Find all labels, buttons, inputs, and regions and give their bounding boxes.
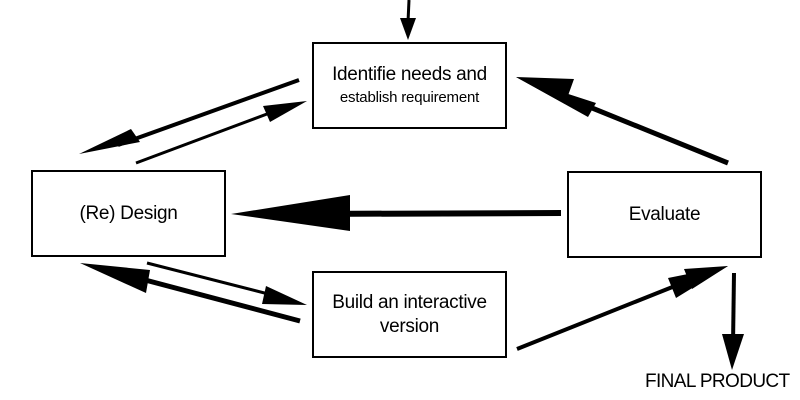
node-identify-line2: establish requirement <box>339 88 480 106</box>
node-build-line2: version <box>379 315 440 337</box>
arrow-identify-to-design <box>79 78 300 154</box>
arrow-design-to-identify <box>135 101 307 165</box>
arrow-evaluate-to-final <box>722 272 744 370</box>
node-evaluate-label: Evaluate <box>628 203 701 225</box>
arrow-evaluate-to-identify <box>516 77 729 166</box>
node-build-interactive: Build an interactive version <box>312 271 507 358</box>
final-product-label: FINAL PRODUCT <box>645 371 790 392</box>
node-identify-needs: Identifie needs and establish requiremen… <box>312 42 507 129</box>
arrow-evaluate-to-design <box>231 195 562 231</box>
arrow-entry <box>400 0 416 40</box>
node-redesign: (Re) Design <box>31 170 226 257</box>
arrow-build-to-design <box>80 263 301 324</box>
node-design-label: (Re) Design <box>79 202 178 224</box>
node-identify-line1: Identifie needs and <box>332 63 487 85</box>
arrow-design-to-build <box>146 261 307 305</box>
node-build-line1: Build an interactive <box>332 291 487 313</box>
node-evaluate: Evaluate <box>567 171 762 258</box>
arrow-build-to-evaluate <box>516 266 728 351</box>
